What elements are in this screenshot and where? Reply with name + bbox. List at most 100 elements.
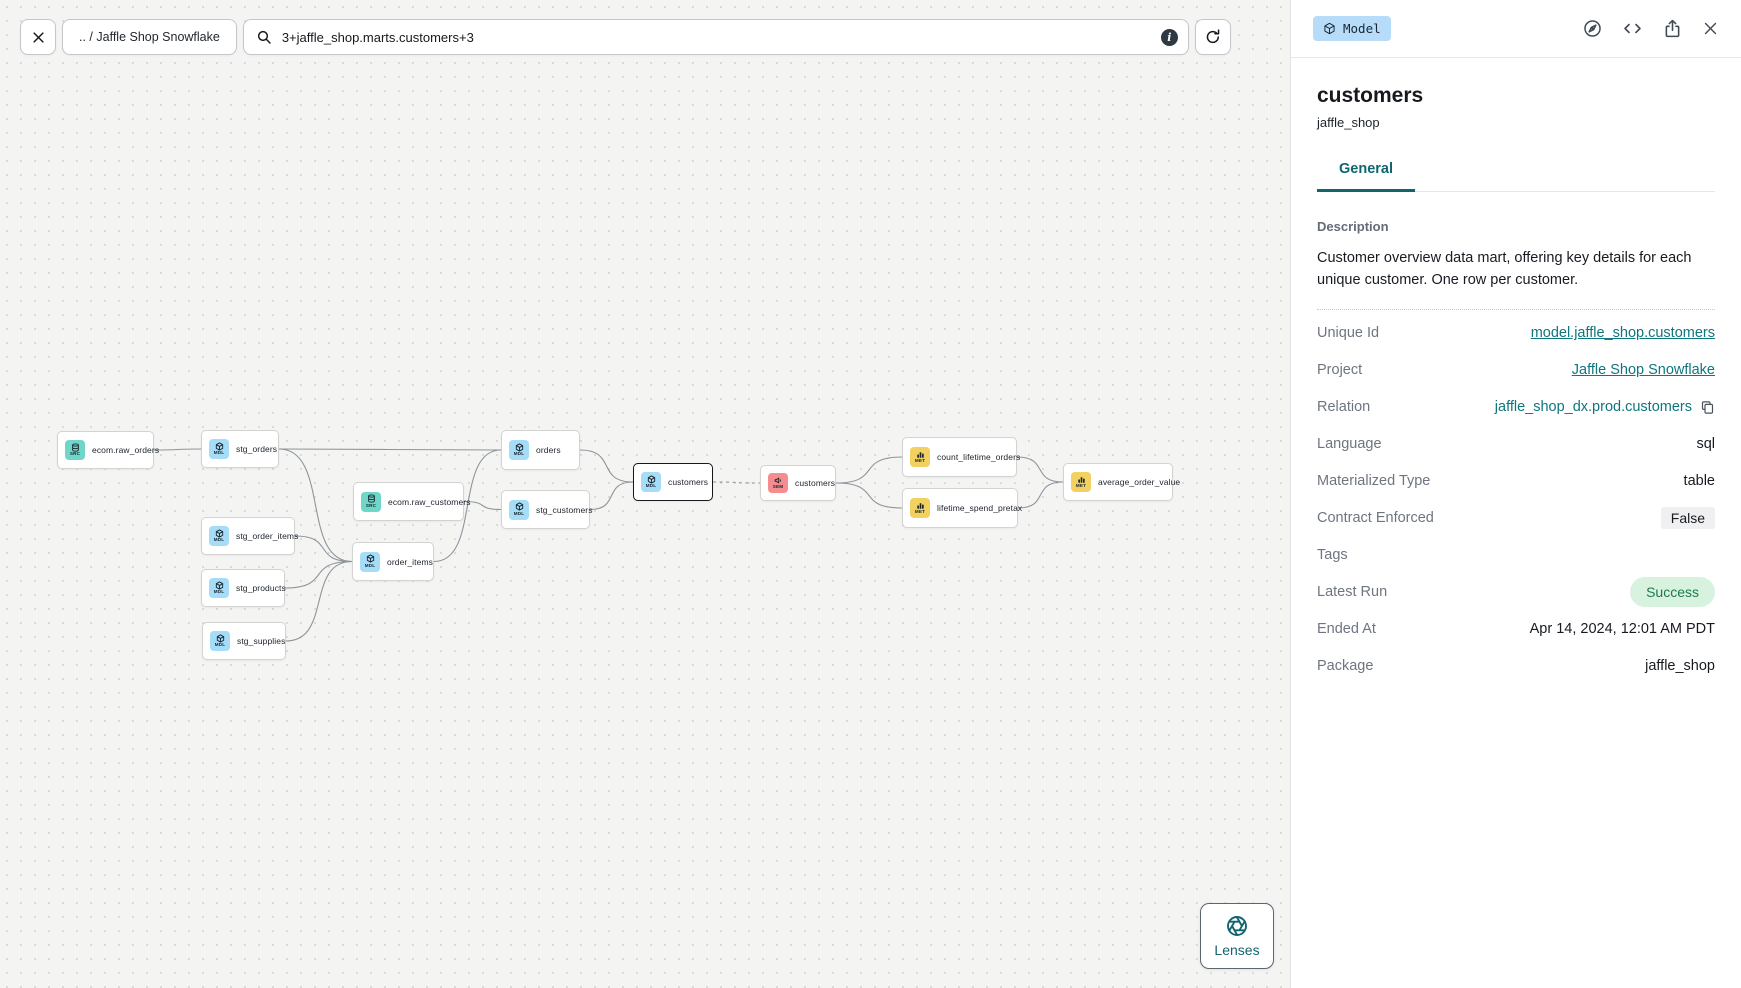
field-label: Tags xyxy=(1317,547,1348,564)
copy-icon[interactable] xyxy=(1700,400,1715,415)
field-value: Jaffle Shop Snowflake xyxy=(1572,362,1715,378)
model-type-badge: Model xyxy=(1313,16,1391,41)
field-label: Contract Enforced xyxy=(1317,510,1434,527)
close-icon xyxy=(32,31,44,43)
graph-node-label: lifetime_spend_pretax xyxy=(937,503,1023,513)
close-panel-button[interactable] xyxy=(1702,20,1719,37)
field-value: Apr 14, 2024, 12:01 AM PDT xyxy=(1529,621,1715,638)
model-badge-icon: MDL xyxy=(209,578,229,598)
graph-node-stg_orders[interactable]: MDL stg_orders xyxy=(201,430,279,468)
refresh-button[interactable] xyxy=(1194,19,1231,55)
edge-count_lifetime_orders-to-average_order_value xyxy=(1016,456,1064,483)
model-badge-icon: MDL xyxy=(209,526,229,546)
edge-ecom_raw_orders-to-stg_orders xyxy=(153,448,202,451)
status-badge: Success xyxy=(1630,577,1715,608)
graph-node-label: stg_orders xyxy=(236,444,278,454)
field-row-language: Language sql xyxy=(1317,426,1715,463)
panel-actions xyxy=(1582,18,1719,39)
field-value: table xyxy=(1683,473,1715,490)
field-link[interactable]: model.jaffle_shop.customers xyxy=(1530,325,1715,342)
field-value: jaffle_shop_dx.prod.customers xyxy=(1495,399,1715,415)
field-value: Success xyxy=(1630,577,1715,608)
search-icon xyxy=(257,30,271,44)
details-panel: Model customers jaffle_shop xyxy=(1290,0,1741,988)
graph-node-ecom_raw_orders[interactable]: SRC ecom.raw_orders xyxy=(57,431,159,469)
field-value: jaffle_shop xyxy=(1645,658,1715,675)
graph-node-customers_sem[interactable]: SEM customers xyxy=(760,465,836,501)
graph-node-label: customers xyxy=(668,477,709,487)
tab-general[interactable]: General xyxy=(1317,161,1415,192)
metric-badge-icon: MET xyxy=(910,447,930,467)
field-label: Package xyxy=(1317,658,1374,675)
compass-icon xyxy=(1584,20,1601,37)
edge-stg_supplies-to-order_items xyxy=(285,560,353,642)
field-label: Language xyxy=(1317,436,1382,453)
field-label: Unique Id xyxy=(1317,325,1380,342)
explore-lineage-button[interactable] xyxy=(1582,18,1603,39)
breadcrumb[interactable]: .. / Jaffle Shop Snowflake xyxy=(62,19,237,55)
graph-node-label: stg_customers xyxy=(536,504,593,515)
model-badge-icon: MDL xyxy=(360,551,380,572)
description-text: Customer overview data mart, offering ke… xyxy=(1317,250,1692,289)
info-icon[interactable]: i xyxy=(1160,28,1178,46)
graph-node-label: stg_order_items xyxy=(236,531,299,541)
field-label: Latest Run xyxy=(1317,584,1388,601)
graph-node-stg_order_items[interactable]: MDL stg_order_items xyxy=(201,517,299,555)
search-input[interactable] xyxy=(279,28,1153,46)
model-badge-icon: MDL xyxy=(209,439,229,459)
close-graph-button[interactable] xyxy=(20,19,56,55)
close-icon xyxy=(1704,22,1717,35)
graph-node-lifetime_spend_pretax[interactable]: MET lifetime_spend_pretax xyxy=(902,488,1022,528)
lenses-label: Lenses xyxy=(1214,942,1260,958)
graph-node-label: ecom.raw_customers xyxy=(388,496,471,507)
source-badge-icon: SRC xyxy=(65,440,85,460)
panel-body: customers jaffle_shop General Descriptio… xyxy=(1291,58,1741,685)
edge-stg_products-to-order_items xyxy=(284,560,353,589)
lenses-button[interactable]: Lenses xyxy=(1200,903,1274,969)
description-label: Description xyxy=(1317,219,1389,234)
panel-header: Model xyxy=(1291,0,1741,58)
semantic-badge-icon: SEM xyxy=(768,473,788,493)
graph-node-order_items[interactable]: MDL order_items xyxy=(352,542,434,581)
graph-node-label: ecom.raw_orders xyxy=(92,445,160,455)
edge-stg_orders-to-orders xyxy=(278,448,502,451)
source-badge-icon: SRC xyxy=(361,491,381,512)
edge-customers-to-customers_sem xyxy=(712,481,761,484)
metric-badge-icon: MET xyxy=(910,498,930,518)
field-row-package: Package jaffle_shop xyxy=(1317,648,1715,685)
field-value: False xyxy=(1660,507,1715,530)
graph-node-label: customers xyxy=(795,478,836,488)
edges-layer xyxy=(153,448,1064,642)
code-button[interactable] xyxy=(1622,18,1643,39)
search-bar[interactable]: i xyxy=(242,19,1189,55)
graph-node-label: average_order_value xyxy=(1098,477,1181,487)
edge-stg_orders-to-order_items xyxy=(278,448,353,563)
graph-node-ecom_raw_customers[interactable]: SRC ecom.raw_customers xyxy=(353,482,470,521)
edge-ecom_raw_customers-to-stg_customers xyxy=(463,500,502,511)
edge-order_items-to-orders xyxy=(433,449,502,563)
field-row-contract-enforced: Contract Enforced False xyxy=(1317,500,1715,537)
node-subtitle: jaffle_shop xyxy=(1317,115,1380,130)
graph-node-label: order_items xyxy=(387,556,433,567)
edge-stg_customers-to-customers xyxy=(589,481,634,511)
field-link[interactable]: Jaffle Shop Snowflake xyxy=(1571,362,1715,379)
cube-icon xyxy=(1324,22,1335,35)
share-button[interactable] xyxy=(1662,18,1683,39)
graph-node-label: stg_supplies xyxy=(237,636,286,646)
field-row-latest-run: Latest Run Success xyxy=(1317,574,1715,611)
field-value: sql xyxy=(1696,436,1715,453)
